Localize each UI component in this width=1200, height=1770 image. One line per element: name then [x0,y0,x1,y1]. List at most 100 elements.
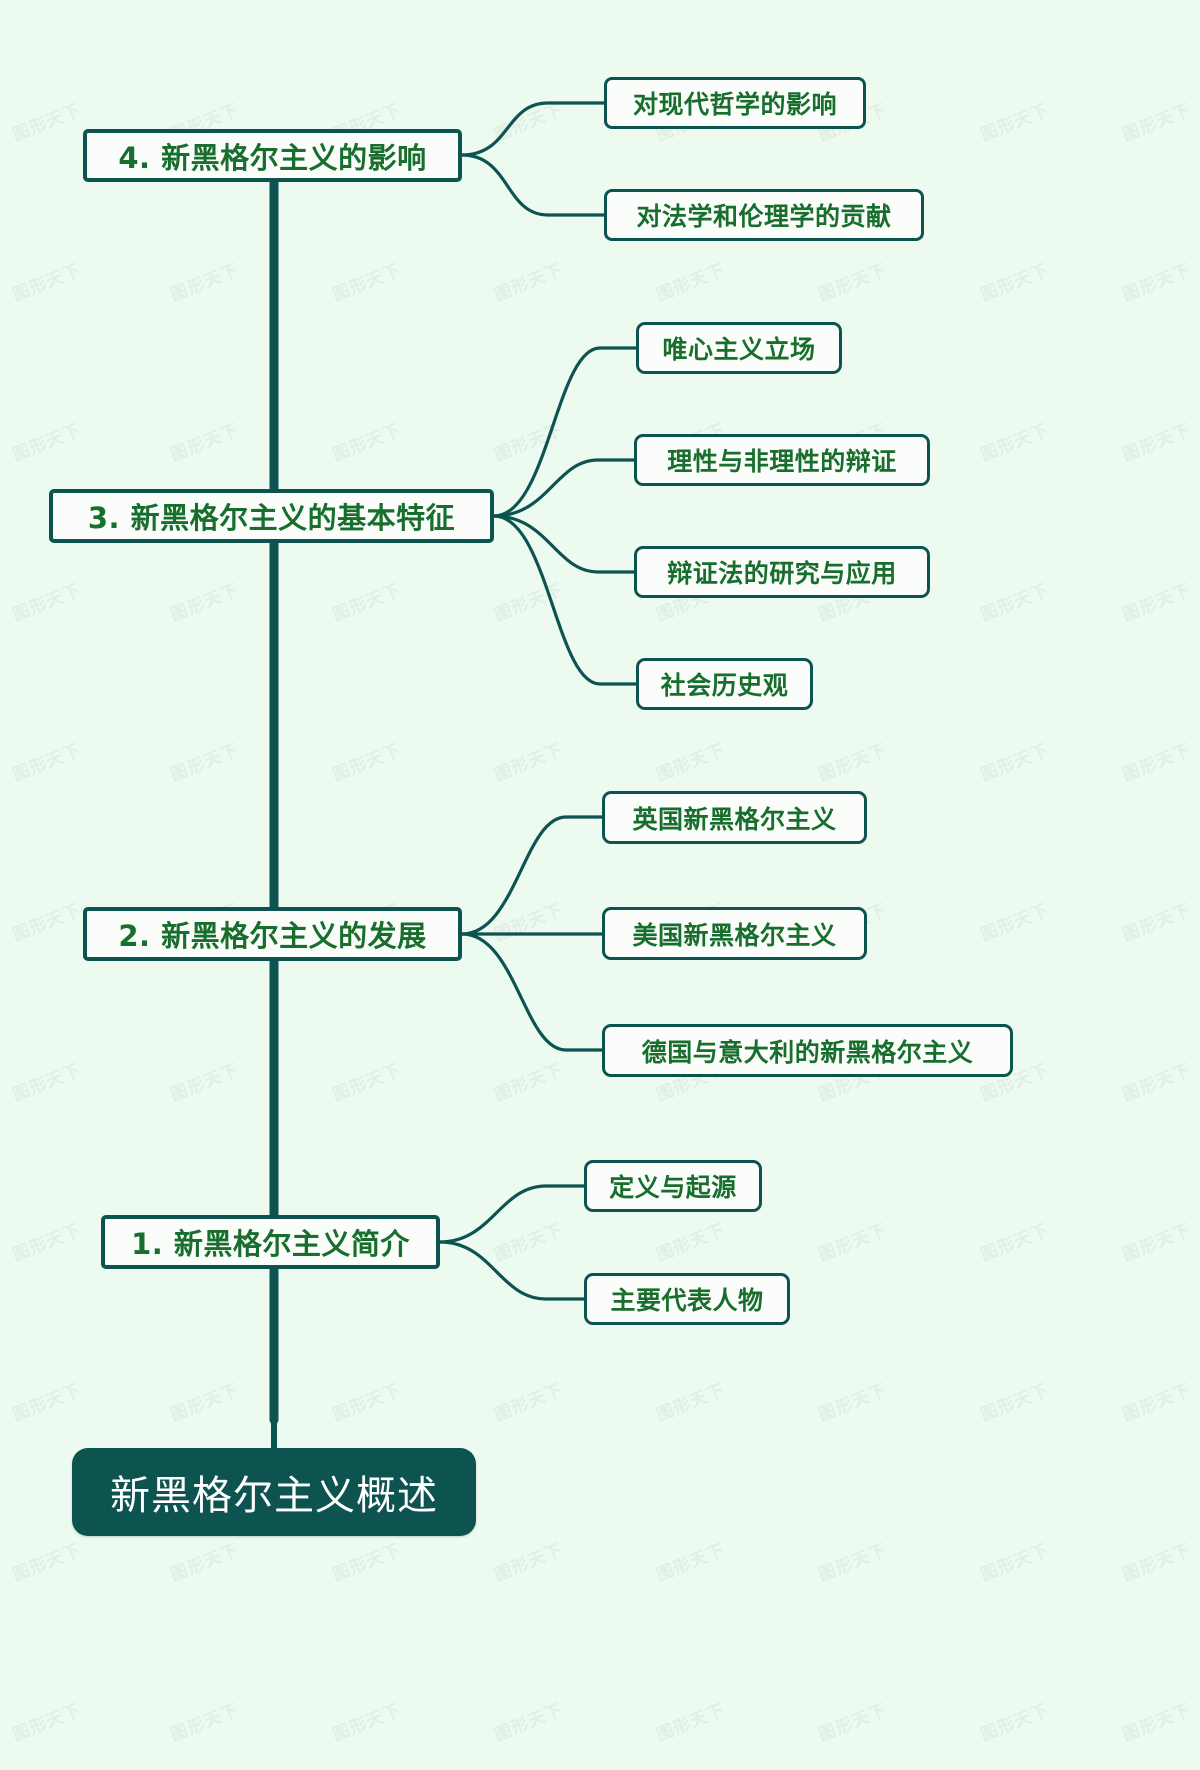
watermark-tile: 图形天下 [1119,1700,1195,1746]
child-node-4-1[interactable]: 对现代哲学的影响 [604,77,866,129]
watermark-tile: 图形天下 [167,260,243,306]
child-node-3-3[interactable]: 辩证法的研究与应用 [634,546,930,598]
watermark-tile: 图形天下 [9,740,85,786]
watermark-tile: 图形天下 [1119,1380,1195,1426]
watermark-tile: 图形天下 [491,740,567,786]
watermark-tile: 图形天下 [329,1060,405,1106]
branch-node-1[interactable]: 1. 新黑格尔主义简介 [101,1215,440,1269]
watermark-tile: 图形天下 [9,580,85,626]
watermark-tile: 图形天下 [491,1220,567,1266]
child-node-2-1[interactable]: 英国新黑格尔主义 [602,791,867,844]
branch-node-1-label: 1. 新黑格尔主义简介 [131,1227,410,1261]
watermark-tile: 图形天下 [977,1540,1053,1586]
link-b3-c3 [492,514,636,574]
watermark-tile: 图形天下 [491,580,567,626]
watermark-tile: 图形天下 [815,740,891,786]
watermark-tile: 图形天下 [977,1380,1053,1426]
watermark-tile: 图形天下 [167,1540,243,1586]
child-node-3-1-label: 唯心主义立场 [662,335,816,364]
watermark-tile: 图形天下 [329,740,405,786]
child-node-2-2[interactable]: 美国新黑格尔主义 [602,907,867,960]
watermark-tile: 图形天下 [9,100,85,146]
child-node-1-1[interactable]: 定义与起源 [584,1160,762,1212]
child-node-3-4-label: 社会历史观 [660,671,789,700]
child-node-4-1-label: 对现代哲学的影响 [632,90,837,119]
branch-node-4[interactable]: 4. 新黑格尔主义的影响 [83,129,462,182]
watermark-tile: 图形天下 [491,1540,567,1586]
root-node[interactable]: 新黑格尔主义概述 [72,1448,476,1536]
watermark-tile: 图形天下 [1119,1060,1195,1106]
watermark-tile: 图形天下 [815,1380,891,1426]
watermark-tile: 图形天下 [977,1700,1053,1746]
child-node-2-3[interactable]: 德国与意大利的新黑格尔主义 [602,1024,1013,1077]
link-b2-c3 [460,932,604,1052]
watermark-tile: 图形天下 [491,1380,567,1426]
child-node-2-1-label: 英国新黑格尔主义 [632,804,837,834]
watermark-tile: 图形天下 [329,420,405,466]
watermark-tile: 图形天下 [329,580,405,626]
watermark-tile: 图形天下 [815,260,891,306]
watermark-tile: 图形天下 [329,1540,405,1586]
branch-node-3-label: 3. 新黑格尔主义的基本特征 [87,501,456,535]
child-node-3-1[interactable]: 唯心主义立场 [636,322,842,374]
branch-node-4-label: 4. 新黑格尔主义的影响 [118,140,427,175]
link-b2-c1 [460,815,604,936]
watermark-tile: 图形天下 [9,260,85,306]
child-node-3-4[interactable]: 社会历史观 [636,658,813,710]
watermark-tile: 图形天下 [167,420,243,466]
watermark-tile: 图形天下 [329,1700,405,1746]
branch-node-3[interactable]: 3. 新黑格尔主义的基本特征 [49,489,494,543]
link-b4-c2 [460,153,606,217]
link-b3-c4 [492,514,638,686]
watermark-tile: 图形天下 [329,1380,405,1426]
child-node-1-1-label: 定义与起源 [609,1173,737,1202]
child-node-2-3-label: 德国与意大利的新黑格尔主义 [641,1037,974,1067]
watermark-tile: 图形天下 [977,1220,1053,1266]
watermark-tile: 图形天下 [9,900,85,946]
watermark-tile: 图形天下 [815,1540,891,1586]
watermark-tile: 图形天下 [9,1060,85,1106]
watermark-tile: 图形天下 [167,1060,243,1106]
watermark-tile: 图形天下 [167,1700,243,1746]
watermark-tile: 图形天下 [491,420,567,466]
link-b4-c1 [460,101,606,157]
root-node-label: 新黑格尔主义概述 [110,1473,438,1519]
watermark-tile: 图形天下 [491,1060,567,1106]
link-b3-c1 [492,346,638,518]
watermark-tile: 图形天下 [977,740,1053,786]
link-b1-c1 [438,1184,586,1244]
watermark-tile: 图形天下 [1119,260,1195,306]
watermark-tile: 图形天下 [815,1220,891,1266]
watermark-tile: 图形天下 [167,1380,243,1426]
watermark-tile: 图形天下 [1119,740,1195,786]
link-b3-c2 [492,458,636,518]
watermark-tile: 图形天下 [1119,420,1195,466]
watermark-tile: 图形天下 [9,1540,85,1586]
watermark-tile: 图形天下 [9,420,85,466]
child-node-3-2[interactable]: 理性与非理性的辩证 [634,434,930,486]
watermark-tile: 图形天下 [9,1700,85,1746]
branch-node-2-label: 2. 新黑格尔主义的发展 [118,919,427,953]
watermark-tile: 图形天下 [653,740,729,786]
watermark-tile: 图形天下 [167,740,243,786]
watermark-tile: 图形天下 [1119,580,1195,626]
watermark-tile: 图形天下 [977,420,1053,466]
watermark-tile: 图形天下 [329,260,405,306]
watermark-tile: 图形天下 [977,900,1053,946]
child-node-3-3-label: 辩证法的研究与应用 [667,559,897,588]
watermark-tile: 图形天下 [653,1540,729,1586]
watermark-tile: 图形天下 [1119,1540,1195,1586]
child-node-1-2[interactable]: 主要代表人物 [584,1273,790,1325]
watermark-tile: 图形天下 [1119,100,1195,146]
child-node-4-2[interactable]: 对法学和伦理学的贡献 [604,189,924,241]
watermark-tile: 图形天下 [491,1700,567,1746]
link-b1-c2 [438,1240,586,1301]
watermark-tile: 图形天下 [167,580,243,626]
branch-node-2[interactable]: 2. 新黑格尔主义的发展 [83,907,462,961]
watermark-tile: 图形天下 [653,1380,729,1426]
watermark-tile: 图形天下 [653,1220,729,1266]
watermark-tile: 图形天下 [1119,900,1195,946]
watermark-tile: 图形天下 [9,1220,85,1266]
watermark-tile: 图形天下 [653,260,729,306]
